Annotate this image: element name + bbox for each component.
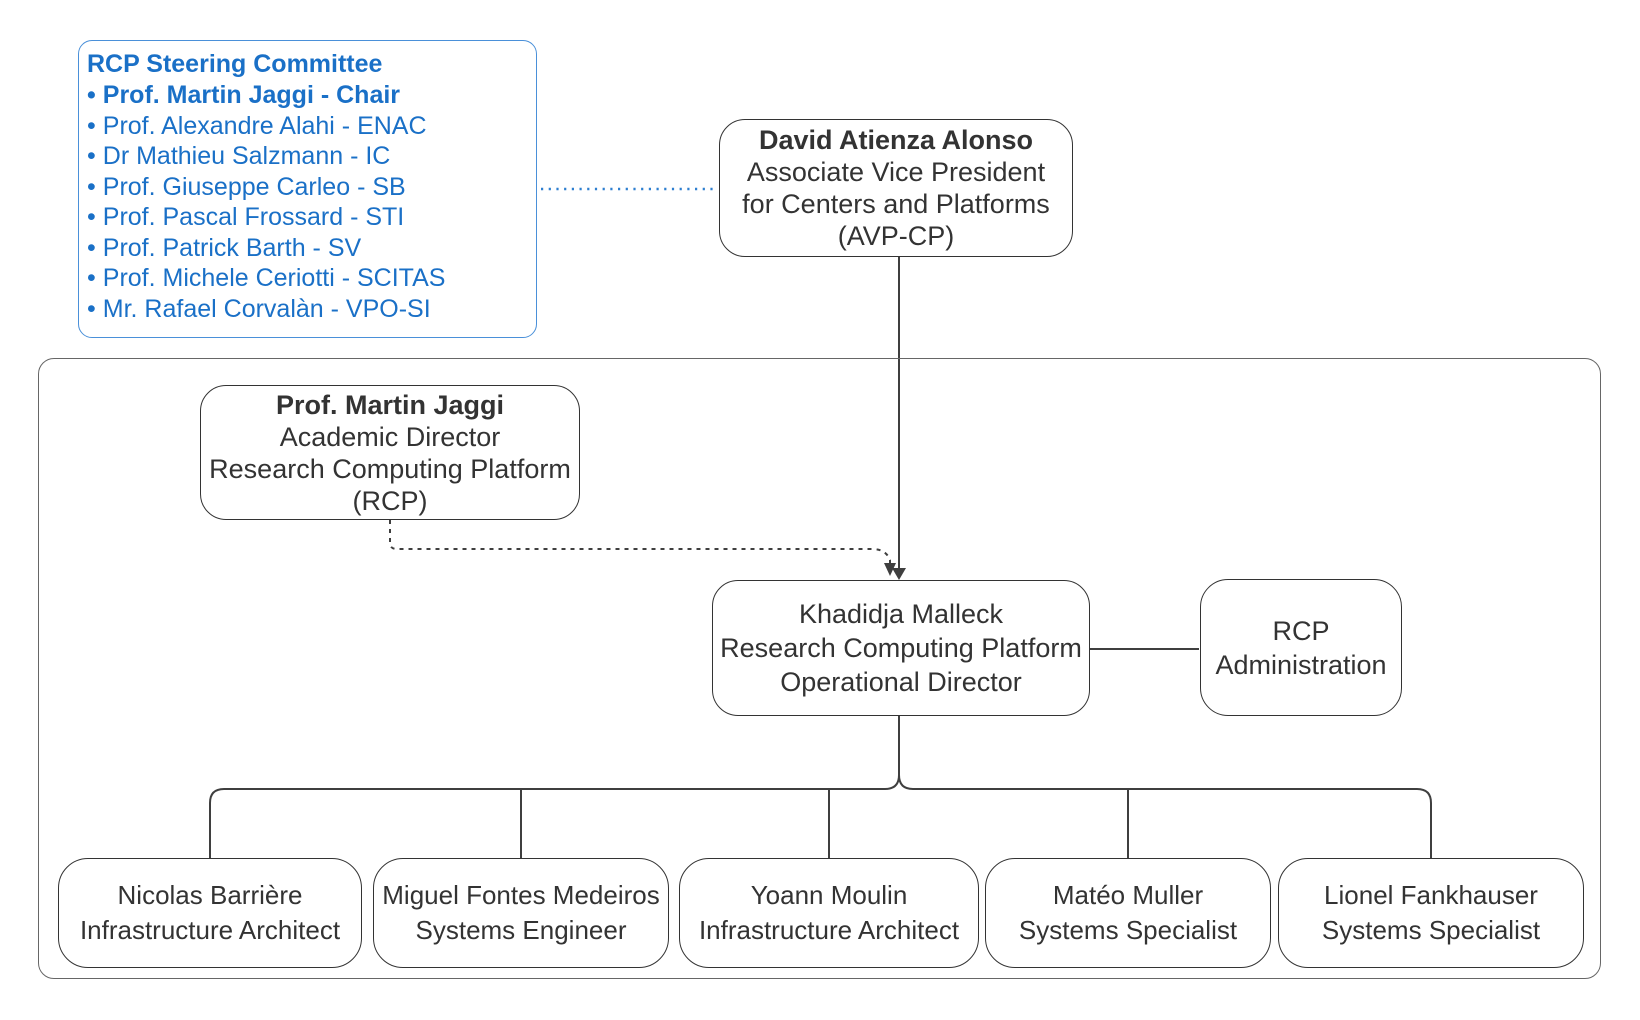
bullet-icon: • [87,264,96,292]
bullet-icon: • [87,294,96,323]
team-member-role: Systems Specialist [1321,915,1541,945]
steering-member: •Mr. Rafael Corvalàn - VPO-SI [87,294,431,323]
administration-line: Administration [1215,649,1387,680]
avp-title-line: Associate Vice President [746,157,1046,187]
node-team-member: Lionel Fankhauser Systems Specialist [1278,858,1584,968]
academic-director-line: Academic Director [279,421,501,452]
bullet-icon: • [87,142,96,170]
team-member-name: Lionel Fankhauser [1324,880,1538,910]
steering-committee-title: RCP Steering Committee [87,50,383,78]
node-avp: David Atienza Alonso Associate Vice Pres… [719,119,1073,257]
academic-director-line: Research Computing Platform [209,453,571,484]
administration-line: RCP [1272,615,1330,646]
team-member-role: Infrastructure Architect [698,915,960,945]
operational-director-line: Research Computing Platform [720,633,1082,663]
team-member-role: Systems Specialist [1018,915,1238,945]
bullet-icon: • [87,233,96,262]
operational-director-line: Operational Director [780,667,1022,697]
steering-member: •Prof. Patrick Barth - SV [87,233,362,262]
team-member-name: Nicolas Barrière [117,880,303,910]
node-academic-director: Prof. Martin Jaggi Academic Director Res… [200,385,580,520]
team-member-name: Yoann Moulin [750,880,908,910]
operational-director-name: Khadidja Malleck [798,599,1004,629]
steering-member: •Prof. Pascal Frossard - STI [87,203,405,231]
steering-member: •Prof. Alexandre Alahi - ENAC [87,111,427,140]
steering-member-chair: •Prof. Martin Jaggi - Chair [87,81,401,109]
team-member-role: Infrastructure Architect [79,915,341,945]
steering-committee-box: RCP Steering Committee •Prof. Martin Jag… [78,40,537,338]
bullet-icon: • [87,81,96,109]
steering-committee-list: •Prof. Martin Jaggi - Chair •Prof. Alexa… [87,80,526,324]
avp-title-line: (AVP-CP) [837,221,955,251]
bullet-icon: • [87,172,96,201]
bullet-icon: • [87,203,96,231]
bullet-icon: • [87,111,96,140]
rcp-group-container [38,358,1601,979]
node-team-member: Miguel Fontes Medeiros Systems Engineer [373,858,669,968]
steering-member: •Dr Mathieu Salzmann - IC [87,142,391,170]
node-team-member: Yoann Moulin Infrastructure Architect [679,858,979,968]
avp-name: David Atienza Alonso [758,125,1034,155]
node-rcp-administration: RCP Administration [1200,579,1402,716]
steering-member: •Prof. Michele Ceriotti - SCITAS [87,264,446,292]
steering-member: •Prof. Giuseppe Carleo - SB [87,172,406,201]
node-team-member: Matéo Muller Systems Specialist [985,858,1271,968]
avp-title-line: for Centers and Platforms [742,189,1050,219]
node-operational-director: Khadidja Malleck Research Computing Plat… [712,580,1090,716]
team-member-name: Miguel Fontes Medeiros [382,880,660,910]
team-member-name: Matéo Muller [1052,880,1204,910]
academic-director-line: (RCP) [352,485,428,516]
team-member-role: Systems Engineer [415,915,627,945]
node-team-member: Nicolas Barrière Infrastructure Architec… [58,858,362,968]
academic-director-name: Prof. Martin Jaggi [275,389,505,420]
